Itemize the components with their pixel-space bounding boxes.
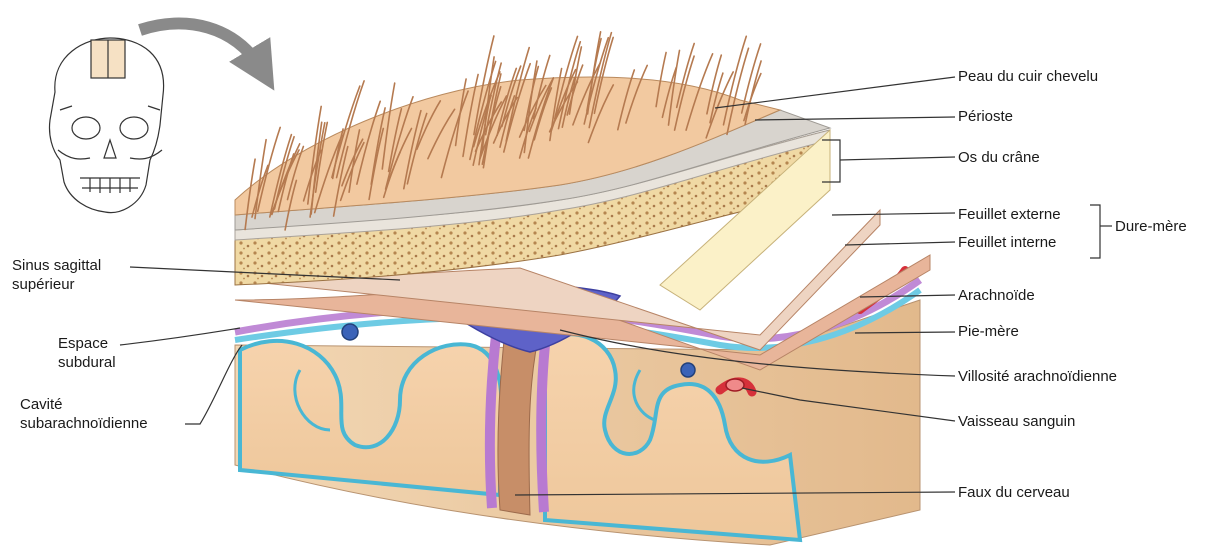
label-arachnoid: Arachnoïde — [958, 286, 1035, 305]
label-subarachnoid-cavity: Cavité subarachnoïdienne — [20, 395, 148, 433]
label-dura-mater: Dure-mère — [1115, 217, 1187, 236]
label-outer-layer: Feuillet externe — [958, 205, 1061, 224]
label-superior-sagittal-sinus: Sinus sagittal supérieur — [12, 256, 101, 294]
label-arachnoid-villus: Villosité arachnoïdienne — [958, 367, 1117, 386]
label-periosteum: Périoste — [958, 107, 1013, 126]
label-subarachnoid-cavity-line1: Cavité — [20, 395, 148, 414]
label-scalp: Peau du cuir chevelu — [958, 67, 1098, 86]
label-blood-vessel: Vaisseau sanguin — [958, 412, 1075, 431]
label-superior-sagittal-sinus-line2: supérieur — [12, 275, 101, 294]
label-pia-mater: Pie-mère — [958, 322, 1019, 341]
label-inner-layer: Feuillet interne — [958, 233, 1056, 252]
label-subarachnoid-cavity-line2: subarachnoïdienne — [20, 414, 148, 433]
label-superior-sagittal-sinus-line1: Sinus sagittal — [12, 256, 101, 275]
label-falx-cerebri: Faux du cerveau — [958, 483, 1070, 502]
label-subdural-space-line1: Espace — [58, 334, 116, 353]
label-skull-bone: Os du crâne — [958, 148, 1040, 167]
skull-icon — [49, 38, 163, 213]
label-subdural-space-line2: subdural — [58, 353, 116, 372]
label-subdural-space: Espace subdural — [58, 334, 116, 372]
